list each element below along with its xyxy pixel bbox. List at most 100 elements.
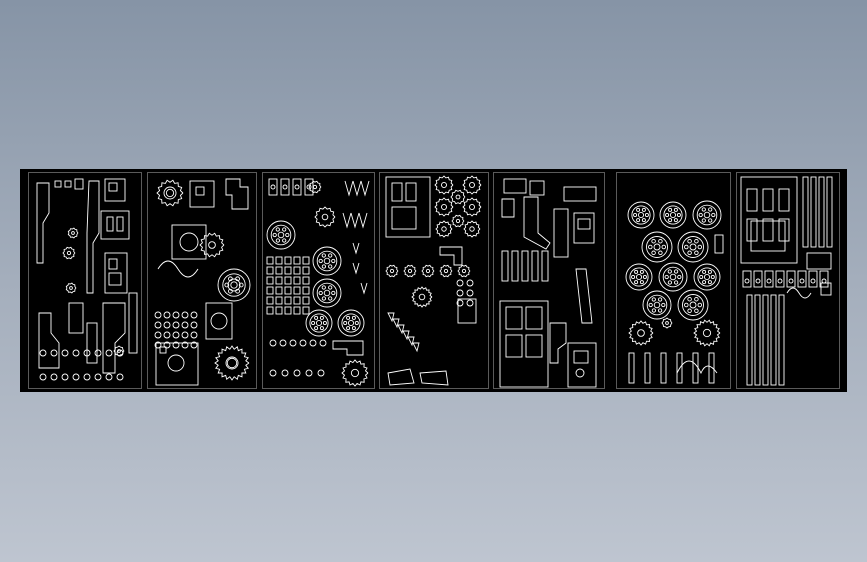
part-outline [405,182,417,202]
part-outline [280,178,290,196]
part-outline [762,188,774,212]
hole-outline [676,212,681,218]
hole-outline [163,321,171,329]
part-outline [302,296,310,305]
hole-outline [181,341,189,349]
hole-outline [351,315,356,320]
part-outline [108,182,118,192]
part-outline [268,178,278,196]
hole-outline [312,184,318,190]
part-outline [128,292,138,354]
hole-outline [322,320,327,326]
part-outline [746,188,758,212]
part-outline [106,216,114,232]
hole-outline [407,268,413,274]
layout-panel-1[interactable] [28,172,142,389]
hole-outline [331,258,336,264]
hole-outline [227,278,241,292]
part-outline [797,270,807,288]
hole-outline [665,212,670,218]
part-outline [275,296,283,305]
hole-outline [190,321,198,329]
hole-outline [350,368,360,378]
hole-outline [116,373,124,381]
layout-panel-4[interactable] [379,172,489,389]
hole-outline [694,250,699,256]
hole-outline [661,244,667,250]
part-outline [302,286,310,295]
hole-outline [163,341,171,349]
panel-6-drawing [625,200,724,384]
part-outline [104,252,128,294]
hole-outline [285,232,290,238]
hole-outline [636,207,641,212]
hole-outline [642,274,647,280]
layout-panel-6[interactable] [616,172,731,389]
hole-outline [651,297,656,302]
gear-part [451,214,465,228]
part-outline [108,258,118,270]
part-outline [573,212,595,244]
hole-outline [190,311,198,319]
hole-outline [272,232,277,238]
hole-outline [337,309,365,337]
part-outline [159,346,167,354]
hole-outline [289,339,297,347]
hole-outline [456,279,464,287]
hole-outline [694,308,699,314]
part-outline [826,176,833,248]
hole-outline [270,224,292,246]
part-outline [806,252,832,270]
hole-outline [642,290,672,320]
hole-outline [354,320,359,326]
hole-outline [697,267,717,287]
part-outline [525,306,543,330]
hole-outline [456,299,464,307]
hole-outline [777,278,783,284]
part-outline [284,296,292,305]
part-outline [775,270,785,288]
hole-outline [279,339,287,347]
part-outline [819,270,829,288]
hole-outline [163,331,171,339]
hole-outline [319,339,327,347]
hole-outline [461,268,467,274]
bracket-part [575,268,593,324]
part-outline [275,306,283,315]
hole-outline [306,184,312,190]
panel-7-drawing [740,176,833,386]
part-outline [391,182,403,202]
part-outline [676,352,683,384]
hole-outline [317,369,325,377]
part-outline [275,266,283,275]
hole-outline [275,238,281,243]
hole-outline [641,218,646,223]
part-outline [505,334,523,358]
hole-outline [312,246,342,276]
gear-part [411,286,433,308]
layout-panel-7[interactable] [736,172,840,389]
part-outline [644,352,651,384]
part-outline [754,294,761,386]
hole-outline [684,302,689,308]
bracket-part [86,180,100,294]
hole-outline [94,373,102,381]
layout-panel-2[interactable] [147,172,257,389]
hole-outline [172,331,180,339]
hole-outline [154,311,162,319]
gear-part [65,282,77,294]
hole-outline [701,207,706,212]
part-outline [802,176,809,248]
part-outline [808,270,818,288]
part-outline [531,250,539,282]
hole-outline [282,184,288,190]
hole-outline [321,213,329,221]
bracket-part [786,287,812,299]
hole-outline [469,204,475,210]
layout-panel-3[interactable] [262,172,375,389]
layout-panel-5[interactable] [493,172,605,389]
hole-outline [697,302,703,308]
hole-outline [321,253,326,258]
hole-outline [631,205,651,225]
bracket-part [36,182,50,264]
